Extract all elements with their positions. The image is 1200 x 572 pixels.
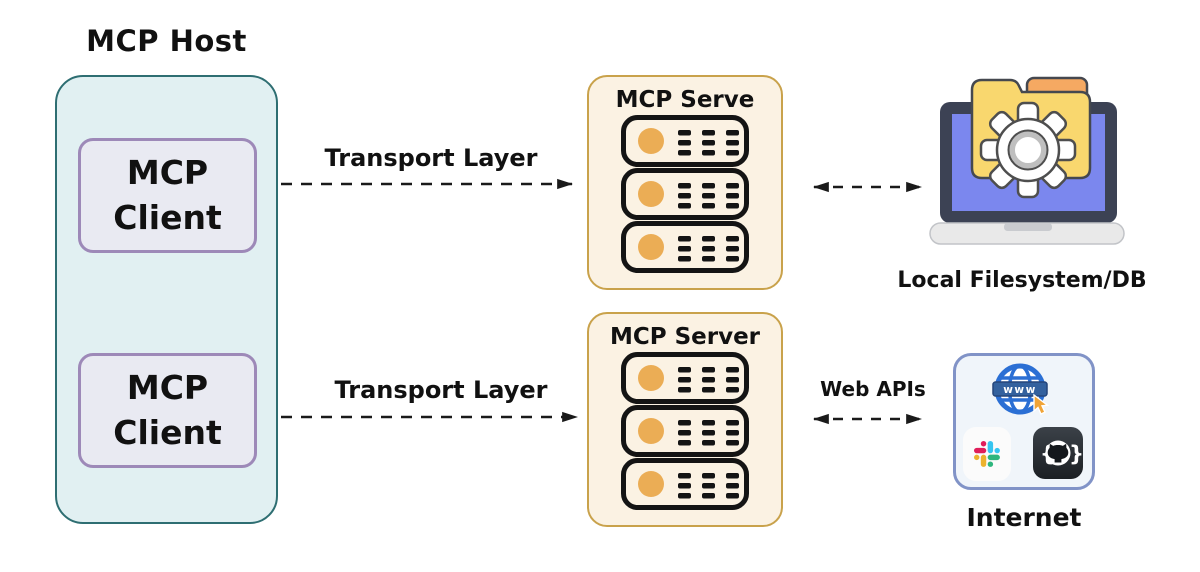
internet-label: Internet: [966, 503, 1082, 532]
slack-icon: [963, 427, 1011, 481]
host-title: MCP Host: [86, 24, 247, 58]
github-icon: { }: [1033, 427, 1083, 479]
web-apis-label: Web APIs: [820, 377, 926, 401]
mcp-server-title-1: MCP Serve: [615, 87, 755, 113]
mcp-client-box-2: MCP Client: [78, 353, 257, 468]
internet-box: www { }: [953, 353, 1095, 490]
mcp-server-title-2: MCP Server: [609, 324, 761, 350]
transport-layer-label-top: Transport Layer: [324, 144, 538, 172]
server-rack-icon: [621, 115, 749, 273]
mcp-host-box: MCP Client MCP Client: [55, 75, 278, 524]
mcp-client-label-1: MCP Client: [113, 152, 222, 237]
www-banner-text: www: [1003, 384, 1037, 396]
mcp-client-label-2: MCP Client: [113, 367, 222, 452]
cursor-icon: [1033, 393, 1050, 415]
mcp-server-box-2: MCP Server: [587, 312, 783, 527]
transport-layer-label-bottom: Transport Layer: [334, 376, 548, 404]
local-filesystem-db-label: Local Filesystem/DB: [897, 268, 1147, 293]
laptop-folder-gear-icon: [929, 76, 1125, 245]
server-rack-icon: [621, 352, 749, 510]
mcp-server-box-1: MCP Serve: [587, 75, 783, 290]
github-right-brace: }: [1069, 442, 1083, 466]
laptop-base-notch: [1004, 223, 1052, 231]
mcp-client-box-1: MCP Client: [78, 138, 257, 253]
octocat-silhouette: [1047, 443, 1069, 463]
www-globe-icon: www: [992, 363, 1050, 415]
gear-icon: [979, 101, 1077, 199]
